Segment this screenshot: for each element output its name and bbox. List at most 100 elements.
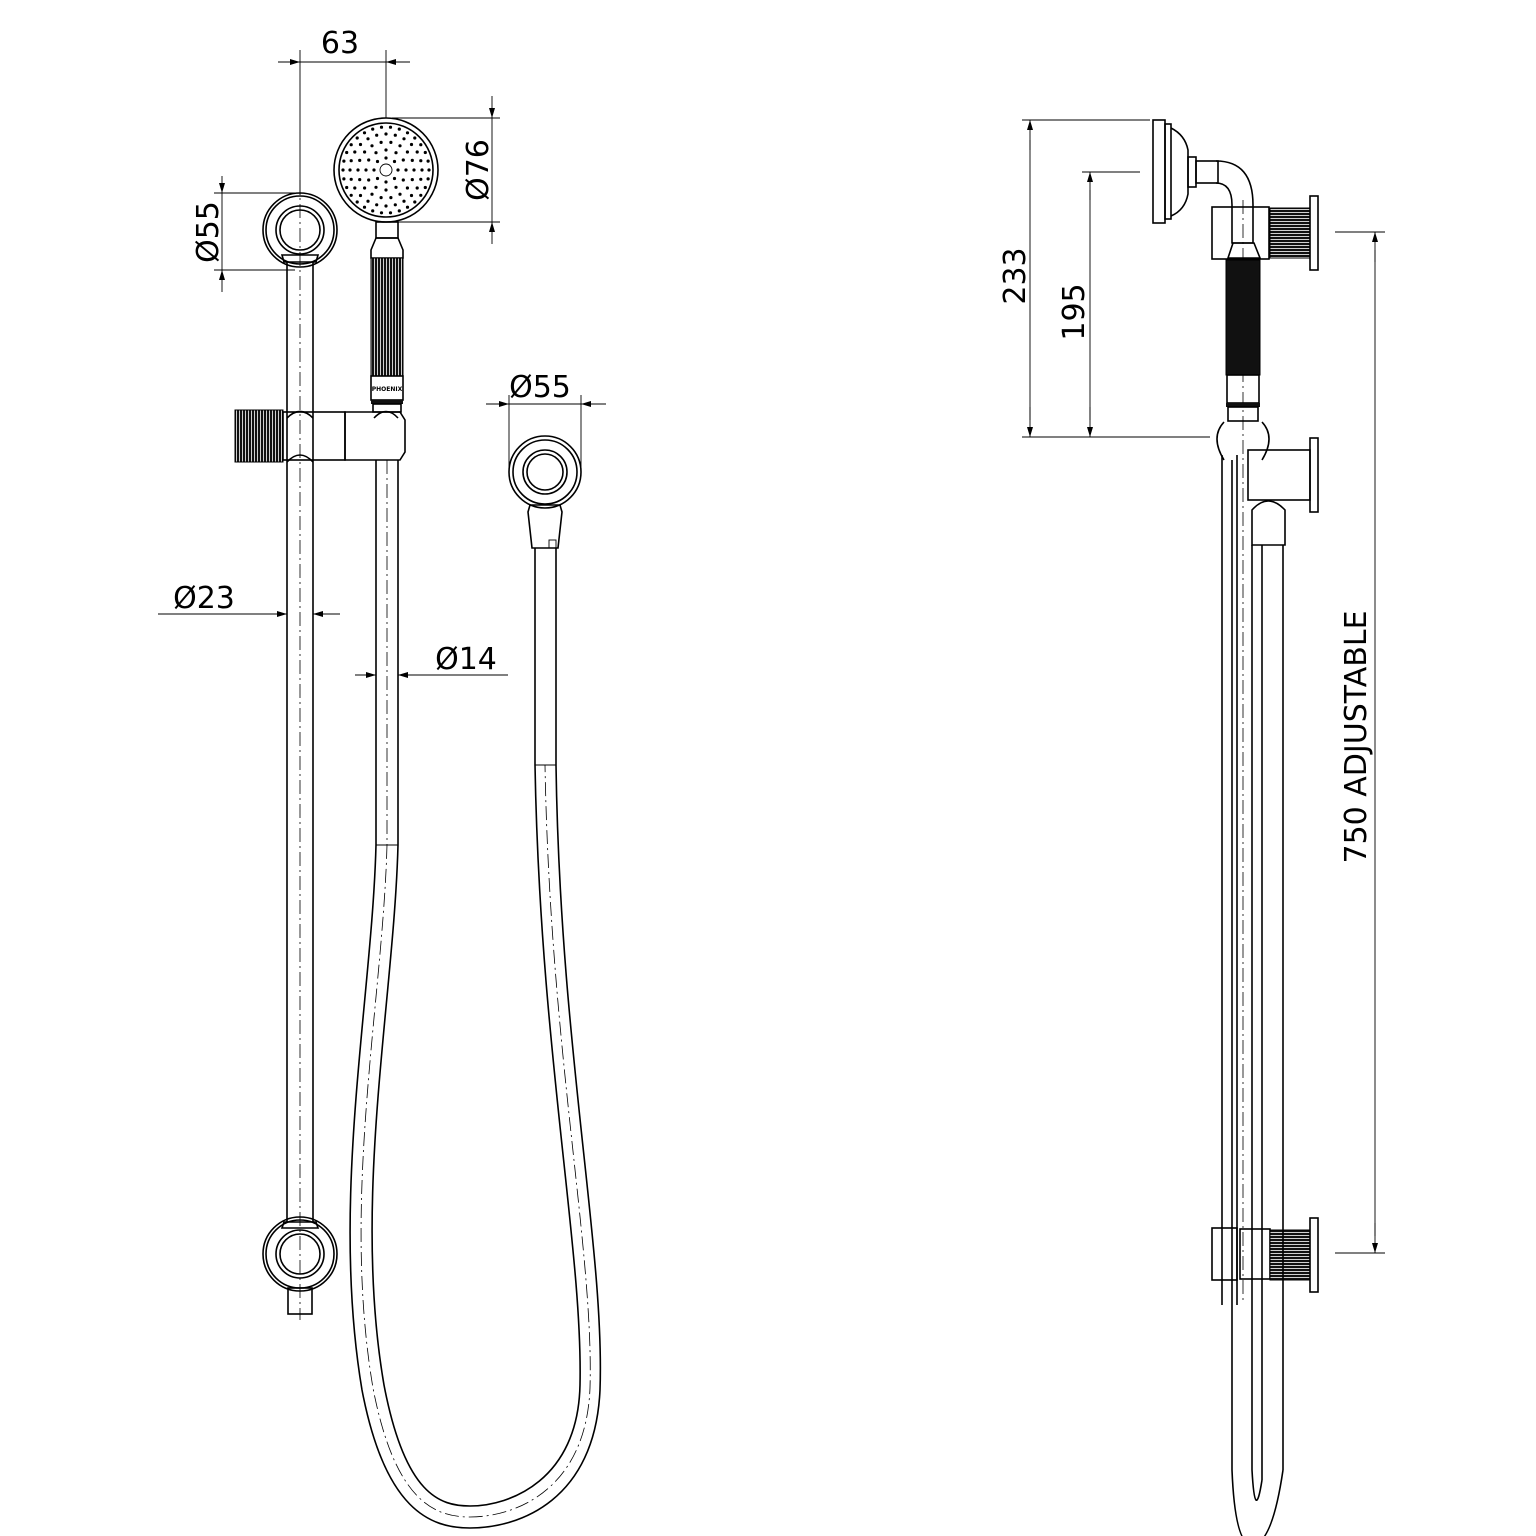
dimension-outlet-diameter: Ø55 (486, 370, 606, 470)
side-view: 233 195 750 ADJUSTABLE (998, 119, 1385, 1536)
nozzle-dot (388, 211, 393, 215)
nozzle-dot (384, 156, 388, 160)
front-view: PHOENIX (158, 26, 606, 1529)
side-rail (1211, 455, 1238, 1305)
nozzle-dot (345, 185, 349, 190)
side-shower-head (1152, 119, 1254, 1300)
nozzle-pattern (341, 125, 431, 215)
nozzle-dot (394, 151, 398, 155)
nozzle-dot (384, 148, 388, 152)
nozzle-dot (353, 186, 357, 190)
nozzle-dot (423, 150, 427, 155)
nozzle-dot (366, 199, 370, 203)
nozzle-dot (379, 140, 383, 144)
nozzle-dot (410, 178, 414, 182)
dimension-750: 750 ADJUSTABLE (1335, 231, 1385, 1254)
nozzle-dot (358, 158, 362, 162)
nozzle-dot (371, 209, 375, 213)
nozzle-dot (363, 150, 367, 154)
nozzle-dot (415, 150, 419, 154)
nozzle-dot (371, 127, 375, 131)
nozzle-dot (401, 158, 405, 162)
dim-handset-height: 195 (1057, 283, 1092, 340)
nozzle-dot (401, 178, 405, 182)
nozzle-dot (348, 168, 352, 172)
nozzle-dot (389, 140, 393, 144)
nozzle-dot (367, 178, 371, 182)
nozzle-dot (398, 192, 402, 196)
nozzle-dot (419, 143, 423, 147)
nozzle-dot (423, 185, 427, 190)
nozzle-dot (412, 168, 416, 172)
nozzle-dot (358, 193, 363, 198)
nozzle-dot (398, 144, 402, 148)
nozzle-dot (384, 132, 388, 136)
dim-rail-diameter: Ø23 (173, 581, 235, 616)
rail-slider[interactable] (234, 409, 406, 463)
nozzle-dot (404, 168, 408, 172)
nozzle-dot (419, 159, 423, 163)
side-handset (1216, 242, 1270, 461)
wall-outlet (508, 435, 582, 549)
side-outlet-bracket (1247, 437, 1319, 546)
nozzle-dot (384, 188, 388, 192)
nozzle-dot (349, 177, 353, 181)
nozzle-dot (388, 125, 393, 129)
nozzle-dot (370, 144, 374, 148)
nozzle-dot (405, 131, 410, 135)
nozzle-dot (397, 127, 401, 131)
nozzle-dot (356, 168, 360, 172)
dim-hose-diameter: Ø14 (435, 642, 497, 677)
top-wall-bracket (262, 192, 338, 268)
nozzle-dot (370, 192, 374, 196)
nozzle-dot (355, 200, 359, 204)
nozzle-dot (379, 211, 384, 215)
dim-bracket-diameter: Ø55 (191, 201, 226, 263)
dim-outlet-diameter: Ø55 (509, 370, 571, 405)
nozzle-dot (341, 168, 345, 172)
nozzle-dot (420, 168, 424, 172)
nozzle-dot (393, 203, 397, 207)
nozzle-dot (427, 168, 431, 172)
dim-head-offset: 63 (321, 26, 359, 61)
nozzle-dot (364, 168, 368, 172)
nozzle-dot (375, 133, 379, 137)
slider-knob[interactable] (234, 409, 284, 463)
nozzle-dot (413, 200, 417, 204)
nozzle-dot (374, 185, 378, 189)
nozzle-dot (396, 168, 400, 172)
nozzle-dot (394, 185, 398, 189)
nozzle-dot (405, 205, 410, 209)
dimension-63: 63 (278, 26, 410, 195)
nozzle-dot (372, 168, 376, 172)
nozzle-dot (355, 136, 359, 140)
nozzle-dot (419, 177, 423, 181)
dim-head-diameter: Ø76 (461, 139, 496, 201)
nozzle-dot (375, 176, 380, 181)
nozzle-dot (379, 125, 384, 129)
nozzle-dot (389, 196, 393, 200)
nozzle-dot (379, 196, 383, 200)
nozzle-dot (419, 193, 423, 197)
side-bottom-bracket (1239, 1217, 1319, 1293)
nozzle-dot (405, 150, 409, 154)
side-hose (1231, 460, 1284, 1536)
nozzle-dot (409, 193, 414, 198)
nozzle-dot (374, 151, 378, 155)
dimension-rail-diameter: Ø23 (158, 581, 340, 617)
nozzle-dot (353, 150, 357, 154)
dimension-hose-diameter: Ø14 (355, 642, 508, 678)
dimension-bracket-diameter: Ø55 (191, 176, 295, 292)
nozzle-dot (415, 186, 419, 190)
dimension-195: 195 (1057, 171, 1140, 437)
nozzle-dot (375, 203, 379, 207)
dimension-head-diameter: Ø76 (392, 96, 500, 244)
nozzle-dot (349, 159, 353, 163)
handset-brand: PHOENIX (372, 386, 403, 393)
nozzle-dot (375, 159, 380, 164)
dimension-233: 233 (998, 119, 1210, 438)
nozzle-dot (342, 159, 346, 163)
nozzle-dot (366, 137, 370, 141)
nozzle-dot (410, 158, 414, 162)
nozzle-dot (362, 131, 367, 135)
